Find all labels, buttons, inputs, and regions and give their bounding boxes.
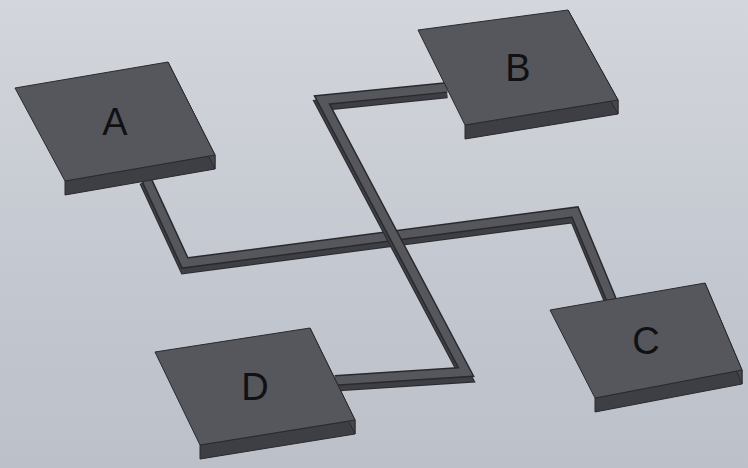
pad-label: A <box>102 103 127 141</box>
pad: C <box>550 283 742 412</box>
pad-top-face <box>15 62 215 181</box>
pad: B <box>418 10 618 139</box>
trace-top <box>322 87 466 380</box>
pad-label: D <box>241 368 268 406</box>
trace <box>322 87 466 385</box>
pad-top-face <box>155 328 355 445</box>
pad: A <box>15 62 215 195</box>
pad-top-face <box>418 10 618 125</box>
pad: D <box>155 328 355 459</box>
trace-outline <box>322 87 466 380</box>
pad-label: C <box>632 322 659 360</box>
pad-label: B <box>505 49 530 87</box>
pad-top-face <box>550 283 742 398</box>
